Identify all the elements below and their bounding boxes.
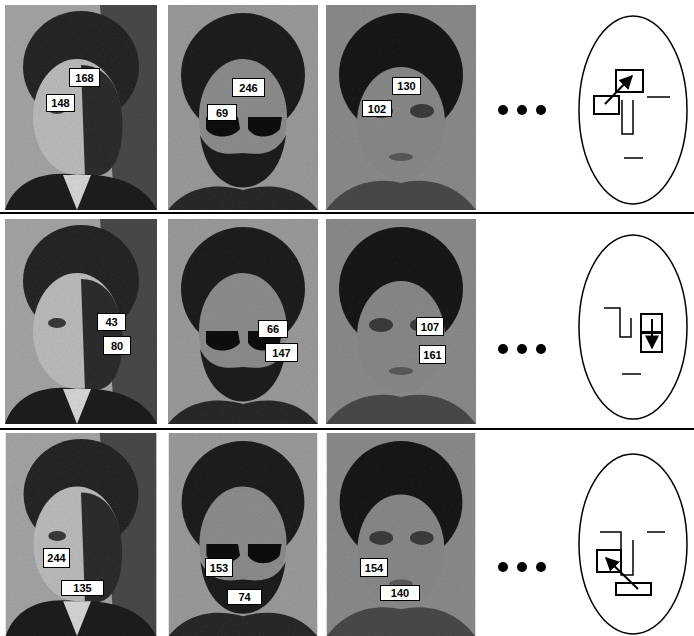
feature-box: 161	[419, 345, 446, 364]
pixel-value: 244	[47, 552, 65, 564]
feature-box: 74	[227, 589, 262, 605]
row-separators	[0, 213, 694, 429]
feature-box: 80	[103, 336, 131, 355]
pixel-value: 107	[421, 321, 439, 333]
pixel-value: 66	[267, 323, 279, 335]
pixel-value: 135	[73, 582, 91, 594]
pixel-value: 161	[423, 349, 441, 361]
pixel-value: 153	[210, 562, 228, 574]
feature-box: 154	[360, 558, 388, 577]
pixel-value: 246	[239, 82, 257, 94]
face-photos	[5, 5, 476, 636]
feature-box: 130	[392, 77, 421, 95]
feature-box: 153	[205, 558, 233, 577]
pixel-value: 69	[216, 107, 228, 119]
ellipsis-dots	[498, 105, 546, 572]
pixel-value: 168	[75, 72, 93, 84]
feature-box: 168	[69, 68, 100, 87]
feature-box: 69	[207, 104, 237, 121]
pixel-value: 102	[368, 103, 386, 115]
pixel-value: 140	[391, 587, 409, 599]
pixel-value: 130	[397, 80, 415, 92]
face-schematic	[579, 235, 687, 419]
pixel-value: 148	[51, 97, 69, 109]
pixel-value: 147	[272, 347, 290, 359]
feature-box: 43	[97, 313, 126, 331]
feature-box: 135	[61, 580, 104, 596]
feature-box: 148	[46, 94, 75, 112]
pixel-value: 154	[365, 562, 383, 574]
feature-box: 102	[362, 100, 392, 117]
feature-box: 244	[43, 548, 70, 568]
pixel-value: 74	[238, 591, 250, 603]
face-schematic	[579, 454, 687, 634]
feature-box: 140	[380, 585, 420, 601]
feature-box: 66	[258, 320, 288, 338]
face-schematic	[579, 16, 687, 204]
feature-box: 107	[416, 317, 444, 336]
pixel-value: 80	[111, 340, 123, 352]
feature-box: 147	[265, 343, 298, 362]
feature-box: 246	[232, 78, 265, 97]
pixel-value: 43	[105, 316, 117, 328]
